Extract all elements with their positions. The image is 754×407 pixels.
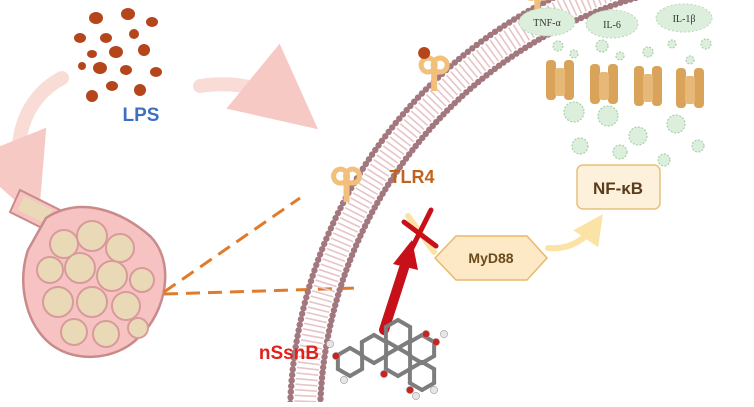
tlr4-receptor-icon	[331, 166, 363, 203]
lps-particles	[74, 8, 162, 102]
cytokine-cloud-3: IL-1β	[655, 3, 713, 33]
ion-channel-icon	[634, 66, 662, 106]
tlr4-receptor-icon	[418, 47, 450, 92]
cytokine-particle	[628, 126, 648, 146]
cytokine-particle	[691, 139, 705, 153]
tlr4-receptor-icon	[527, 0, 548, 18]
tlr4-label: TLR4	[390, 167, 435, 187]
ion-channels	[546, 60, 704, 108]
cytokine-particle	[615, 51, 625, 61]
cytokine-cloud-2: IL-6	[585, 9, 639, 39]
cytokine-particle	[563, 101, 585, 123]
cytokine-particle	[685, 55, 695, 65]
nfkb-box	[576, 164, 661, 210]
cytokine-particle	[552, 40, 564, 52]
cytokine-particle	[569, 49, 579, 59]
inhibit-arrow	[379, 240, 418, 335]
curved-arrow-right	[193, 43, 319, 130]
cytokine-particle	[597, 105, 619, 127]
tlr4-receptors	[331, 0, 548, 203]
cytokine-il1b-label: IL-1β	[673, 14, 696, 25]
cytokine-particle	[612, 144, 628, 160]
molecule-structure	[326, 318, 448, 400]
cytokine-particle	[595, 39, 609, 53]
dashed-line-upper	[163, 196, 301, 294]
cytokine-particles	[552, 38, 712, 167]
cytokine-particle	[657, 153, 671, 167]
myd88-to-nfkb-arrow	[545, 214, 603, 252]
myd88-label: MyD88	[468, 250, 513, 266]
cytokine-particle	[571, 137, 589, 155]
cytokine-particle	[667, 39, 677, 49]
ion-channel-icon	[676, 68, 704, 108]
curved-arrow-down	[0, 71, 69, 222]
dashed-line-lower	[163, 286, 359, 296]
cytokine-particle	[700, 38, 712, 50]
lps-label: LPS	[123, 105, 160, 126]
cytokine-particle	[666, 114, 686, 134]
nssnb-label: nSsnB	[259, 343, 319, 364]
cytokine-cloud-1: TNF-α	[518, 7, 576, 37]
cell-membrane	[287, 0, 639, 407]
cytokine-particle	[642, 46, 654, 58]
ion-channel-icon	[590, 64, 618, 104]
cytokine-tnf-label: TNF-α	[533, 18, 561, 29]
ion-channel-icon	[546, 60, 574, 100]
myd88-box	[433, 235, 549, 281]
cytokine-il6-label: IL-6	[603, 20, 621, 31]
nfkb-label: NF-κB	[593, 179, 643, 198]
inhibition-cross	[401, 207, 439, 253]
lung-alveoli	[8, 188, 167, 359]
